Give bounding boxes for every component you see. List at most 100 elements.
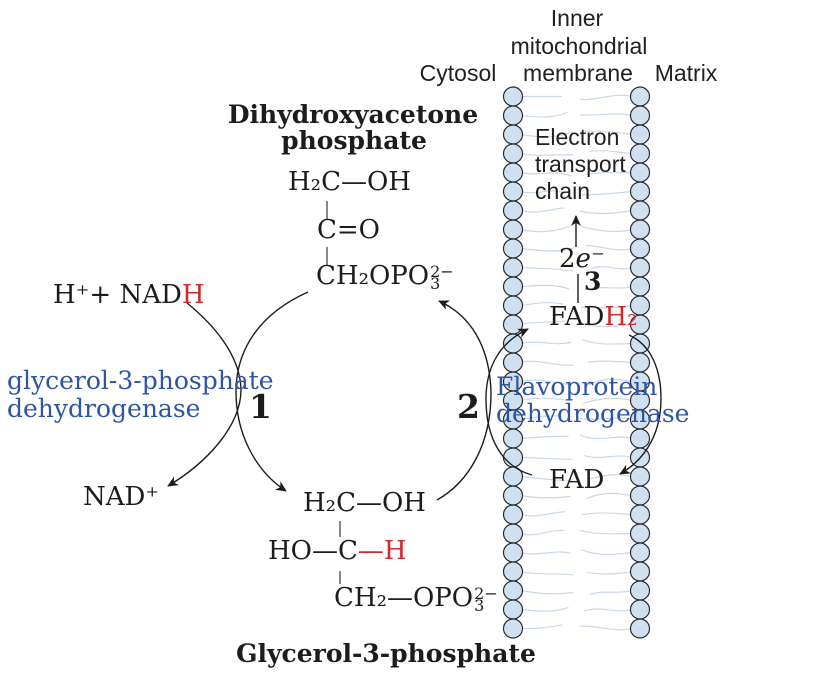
lipid-head bbox=[629, 523, 651, 544]
lipid-tail bbox=[520, 266, 574, 272]
lipid-tail bbox=[581, 190, 633, 196]
lipid-tail bbox=[586, 171, 633, 176]
lipid-tail bbox=[520, 360, 574, 366]
lipid-tail bbox=[581, 549, 633, 556]
lipid-head bbox=[502, 618, 524, 639]
lipid-head bbox=[502, 561, 524, 582]
lipid-head bbox=[502, 219, 524, 240]
lipid-tail bbox=[586, 570, 633, 575]
dhap-row3-subscript: 3 bbox=[430, 274, 441, 294]
lipid-head bbox=[502, 276, 524, 297]
g3p-phosphate-charge: 2−3 bbox=[474, 585, 498, 614]
lipid-tail bbox=[520, 225, 570, 233]
lipid-tail bbox=[590, 265, 633, 270]
etc-label-line1: Electron bbox=[535, 124, 620, 150]
lipid-head bbox=[629, 276, 651, 297]
lipid-tail bbox=[586, 492, 633, 500]
lipid-head bbox=[502, 200, 524, 221]
lipid-head bbox=[502, 580, 524, 601]
label-mitochondrial: mitochondrial bbox=[510, 33, 648, 59]
lipid-tail bbox=[579, 94, 633, 101]
lipid-tail bbox=[520, 171, 572, 177]
lipid-tail bbox=[520, 435, 569, 440]
lipid-head bbox=[629, 580, 651, 601]
lipid-tail bbox=[520, 415, 563, 421]
g3p-row2-hydrogen: —H bbox=[357, 536, 407, 566]
cycle-arc-step2 bbox=[436, 300, 492, 501]
membrane-lipid-heads bbox=[502, 86, 651, 639]
lipid-tail bbox=[520, 607, 569, 612]
lipid-head bbox=[629, 485, 651, 506]
cytosolic-enzyme-line2: dehydrogenase bbox=[7, 394, 201, 423]
lipid-head bbox=[629, 504, 651, 525]
lipid-tail bbox=[520, 624, 563, 630]
lipid-tail bbox=[520, 589, 573, 595]
lipid-head bbox=[502, 162, 524, 183]
lipid-tail bbox=[520, 207, 565, 213]
label-membrane: membrane bbox=[523, 60, 633, 86]
lipid-head bbox=[629, 618, 651, 639]
lipid-tail bbox=[520, 570, 574, 576]
lipid-tail bbox=[520, 529, 565, 536]
fadh2-prefix: FAD bbox=[549, 302, 605, 332]
label-cytosol: Cytosol bbox=[419, 60, 497, 86]
lipid-head bbox=[502, 485, 524, 506]
step1-number: 1 bbox=[249, 387, 272, 426]
lipid-head bbox=[629, 200, 651, 221]
membrane-lipid-tails bbox=[520, 94, 633, 631]
fadh2-h2: H₂ bbox=[604, 302, 638, 332]
lipid-head bbox=[502, 86, 524, 107]
lipid-tail bbox=[579, 209, 633, 214]
lipid-head bbox=[502, 143, 524, 164]
nadh-label: H⁺+ NADH bbox=[53, 282, 205, 308]
lipid-head bbox=[502, 257, 524, 278]
lipid-tail bbox=[520, 190, 566, 194]
lipid-tail bbox=[520, 111, 568, 118]
dhap-row1: H₂C—OH bbox=[288, 167, 411, 197]
nadh-to-nad-curve bbox=[167, 302, 242, 487]
lipid-tail bbox=[579, 113, 633, 117]
lipid-tail bbox=[583, 130, 633, 136]
cytosolic-enzyme-line1: glycerol-3-phosphate bbox=[7, 366, 274, 395]
lipid-tail bbox=[584, 285, 633, 291]
electron-charge: ⁻ bbox=[590, 244, 605, 274]
lipid-head bbox=[629, 599, 651, 620]
lipid-head bbox=[502, 124, 524, 145]
lipid-head bbox=[502, 447, 524, 468]
dhap-title-line2: phosphate bbox=[281, 126, 427, 155]
two-electrons-label: 2e⁻ bbox=[559, 246, 605, 272]
lipid-head bbox=[629, 86, 651, 107]
lipid-head bbox=[629, 124, 651, 145]
lipid-tail bbox=[588, 378, 633, 386]
lipid-tail bbox=[590, 474, 633, 480]
g3p-title: Glycerol-3-phosphate bbox=[236, 639, 536, 668]
step3-number: 3 bbox=[584, 267, 602, 296]
lipid-tail bbox=[587, 360, 633, 364]
lipid-tail bbox=[520, 301, 564, 307]
lipid-head bbox=[502, 542, 524, 563]
lipid-tail bbox=[582, 339, 633, 345]
lipid-head bbox=[502, 428, 524, 449]
lipid-head bbox=[629, 181, 651, 202]
dhap-row3-superscript: 2− bbox=[430, 261, 454, 281]
lipid-head bbox=[502, 238, 524, 259]
dhap-row3-main: CH₂OPO bbox=[316, 261, 430, 291]
lipid-head bbox=[629, 238, 651, 259]
lipid-tail bbox=[520, 341, 572, 345]
lipid-head bbox=[629, 561, 651, 582]
fadh2-to-fad-curve bbox=[619, 334, 662, 475]
g3p-row3-main: CH₂—OPO bbox=[334, 583, 474, 613]
label-inner: Inner bbox=[550, 5, 604, 31]
cycle-arc-step1 bbox=[235, 291, 309, 492]
lipid-tail bbox=[520, 320, 567, 326]
step2-number: 2 bbox=[457, 387, 480, 426]
lipid-tail bbox=[579, 529, 633, 535]
lipid-head bbox=[502, 504, 524, 525]
lipid-tail bbox=[520, 247, 574, 252]
lipid-head bbox=[629, 219, 651, 240]
nadh-h: H bbox=[181, 280, 205, 310]
